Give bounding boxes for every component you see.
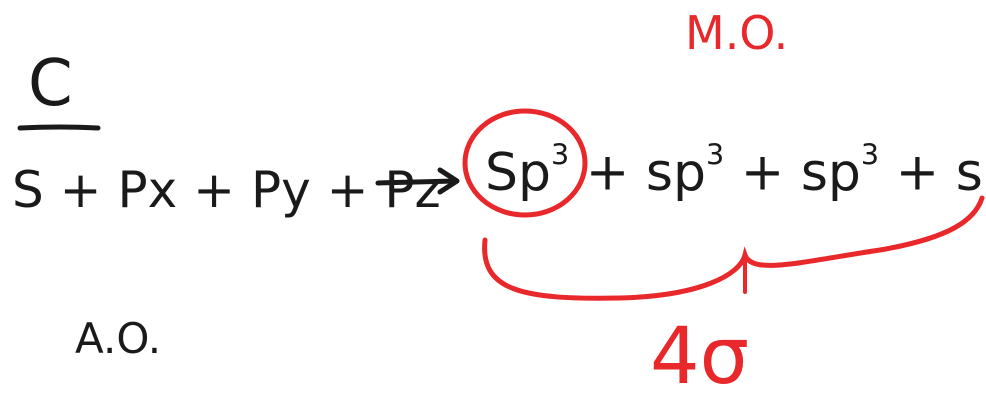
atomic-orbitals-row: S + Px + Py + Pz — [12, 165, 441, 215]
hybrid-orbitals-row: Sp3 + sp3 + sp3 + sp3 — [485, 140, 986, 199]
orbital-px: Px — [117, 161, 178, 219]
plus-sign: + — [740, 142, 785, 203]
hybrid-orbital-3: sp3 — [800, 137, 880, 203]
brace-under-hybrids — [482, 195, 985, 301]
orbital-py: Py — [250, 161, 311, 219]
atomic-orbital-label: A.O. — [75, 314, 162, 363]
plus-sign: + — [326, 161, 369, 219]
hybrid-orbital-2: sp3 — [645, 137, 725, 203]
element-symbol: C — [28, 47, 73, 121]
reaction-arrow-head — [437, 167, 460, 195]
molecular-orbital-label: M.O. — [685, 6, 789, 60]
hybrid-orbital-4: sp3 — [955, 142, 986, 203]
plus-sign: + — [193, 161, 236, 219]
plus-sign: + — [59, 161, 102, 219]
orbital-pz: Pz — [384, 161, 441, 219]
hybrid-orbital-1: Sp3 — [485, 137, 570, 203]
plus-sign: + — [895, 142, 940, 203]
sigma-bond-count: 4σ — [650, 312, 750, 402]
orbital-s: S — [12, 161, 44, 219]
c-underline — [17, 124, 101, 131]
plus-sign: + — [585, 142, 630, 203]
